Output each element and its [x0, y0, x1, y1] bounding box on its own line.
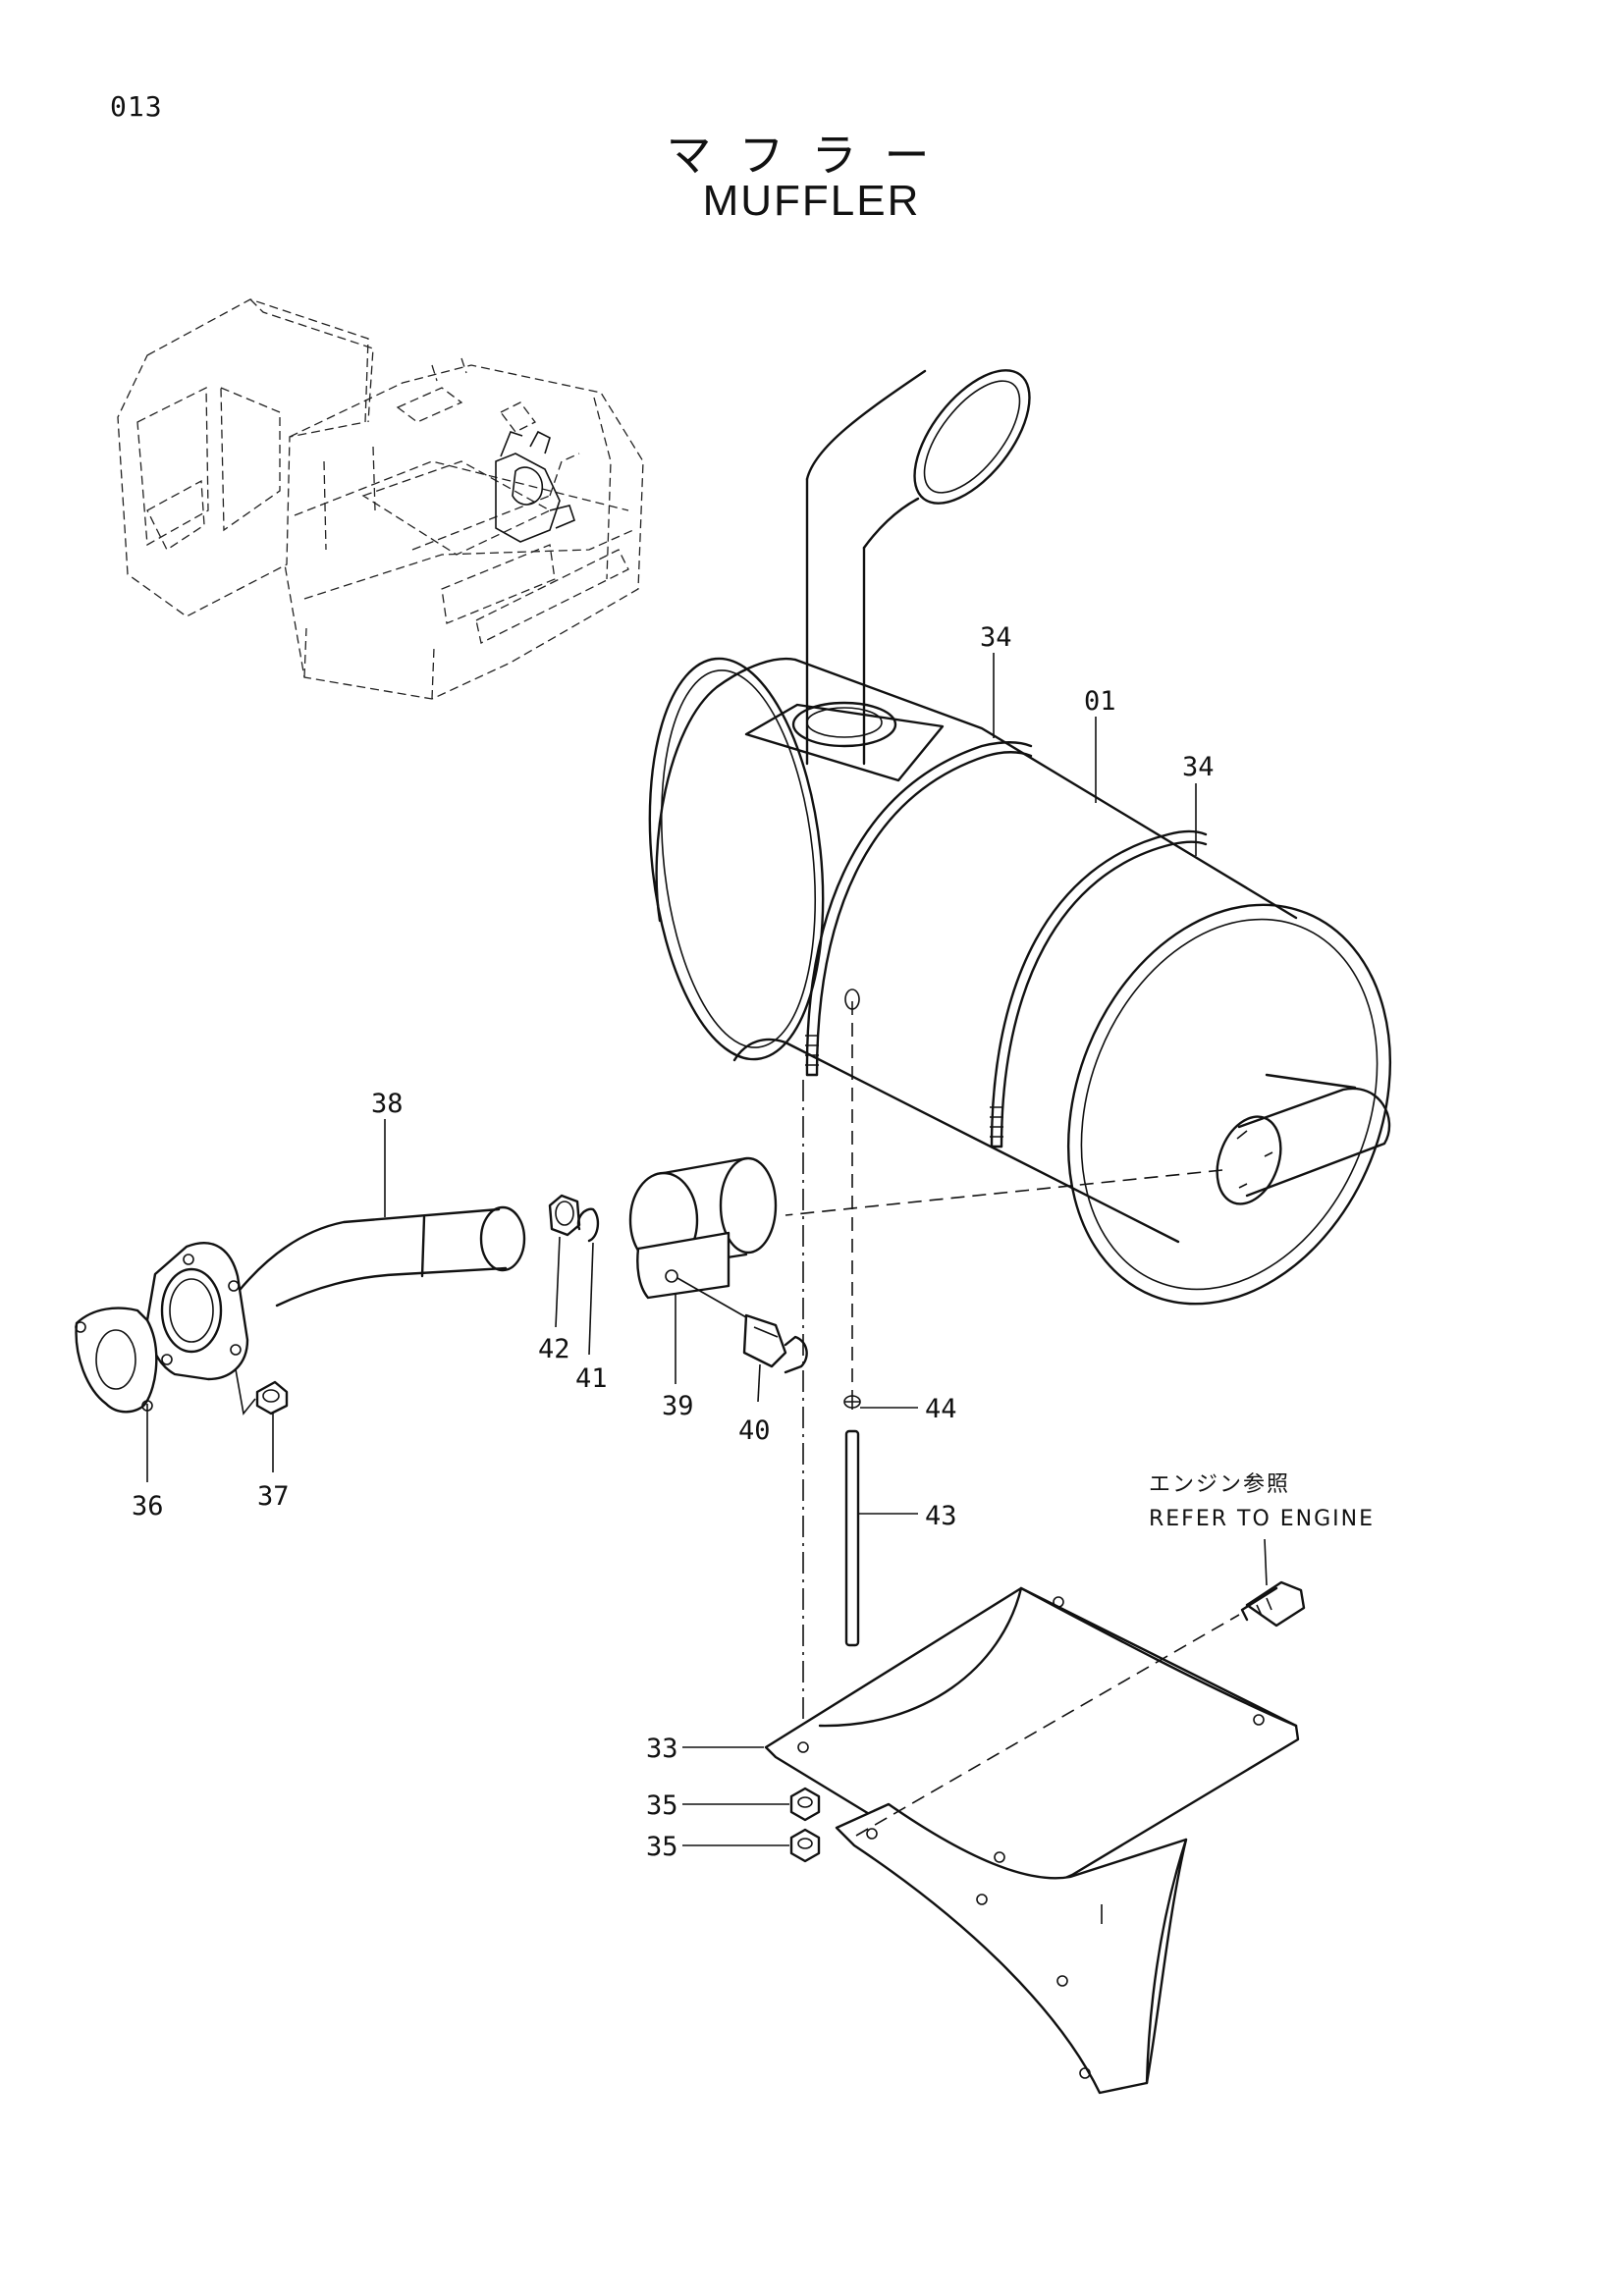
- callout-42: 42: [538, 1334, 570, 1364]
- page-title-japanese: マフラー: [666, 129, 957, 182]
- callout-labels: 34 01 34 38 42 41 39 40 44 43 36 37: [132, 622, 1375, 1862]
- callout-01: 01: [1084, 686, 1116, 717]
- callout-35-lower: 35: [646, 1832, 678, 1862]
- callout-41: 41: [575, 1363, 608, 1394]
- callout-39: 39: [662, 1391, 694, 1421]
- page-title: MUFFLER: [702, 177, 921, 225]
- muffler-assembly: [648, 369, 1392, 1394]
- callout-38: 38: [371, 1089, 404, 1119]
- callout-44: 44: [925, 1394, 957, 1424]
- support-rod-hardware: [802, 1080, 861, 1728]
- callout-43: 43: [925, 1501, 957, 1531]
- callout-36: 36: [132, 1491, 164, 1522]
- clamp-hardware: [548, 1156, 808, 1374]
- exhaust-pipe-38: [75, 1205, 526, 1415]
- excavator-overview-sketch: [117, 298, 644, 700]
- muffler-bracket-33: [764, 1580, 1306, 2095]
- callout-34-right: 34: [1182, 752, 1215, 782]
- note-refer-engine: REFER TO ENGINE: [1149, 1507, 1375, 1531]
- callout-37: 37: [257, 1481, 290, 1512]
- callout-34-left: 34: [980, 622, 1012, 653]
- callout-40: 40: [738, 1415, 771, 1446]
- callout-35-upper: 35: [646, 1790, 678, 1821]
- note-refer-engine-japanese: エンジン参照: [1149, 1472, 1290, 1497]
- callout-33: 33: [646, 1734, 678, 1764]
- page-code: 013: [110, 90, 163, 123]
